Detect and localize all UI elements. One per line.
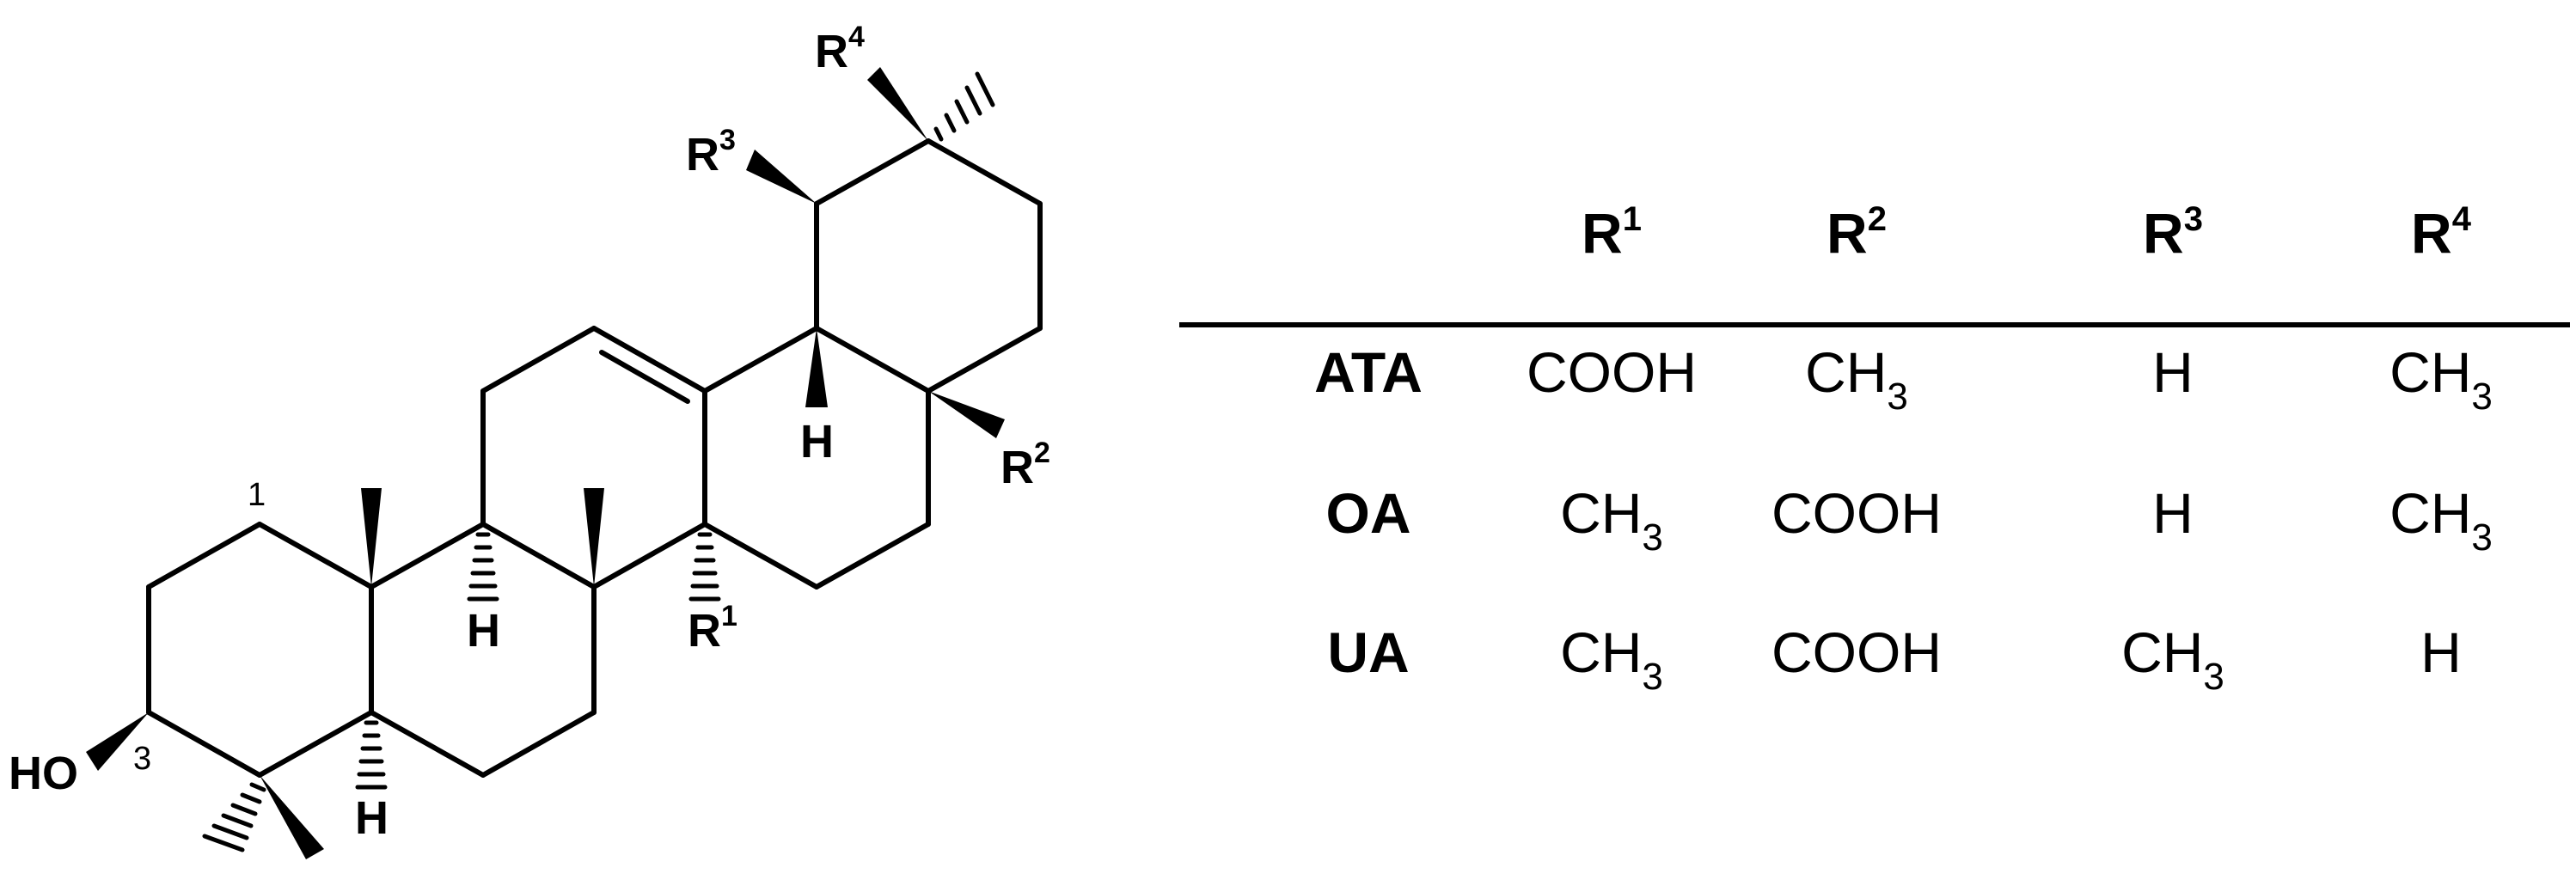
ring-e-bonds [814, 138, 1043, 394]
locant-3: 3 [133, 741, 151, 777]
solid-wedges [86, 67, 1005, 859]
table-cell: CH3 [1805, 340, 1908, 418]
table-cell: H [2420, 620, 2462, 684]
hydroxyl-label: HO [9, 748, 78, 799]
r1-label: R1 [688, 600, 737, 657]
h-label-ring-a: H [355, 792, 389, 844]
table-header-r2: R2 [1826, 200, 1887, 265]
table-cell: CH3 [1560, 620, 1663, 698]
table-cell: COOH [1771, 620, 1942, 684]
triterpenoid-skeleton [86, 67, 1043, 859]
h-label-ring-d: H [800, 416, 834, 467]
atom-labels: HO 3 1 H H H R1 R2 R3 R4 [9, 21, 1050, 844]
table-cell: CH3 [2389, 340, 2493, 418]
r4-label: R4 [815, 21, 865, 77]
r2-label: R2 [1000, 437, 1050, 493]
row-label: OA [1326, 481, 1411, 545]
table-cell: COOH [1771, 481, 1942, 545]
table-row: OA CH3 COOH H CH3 [1326, 481, 2493, 559]
ring-d-bonds [702, 326, 931, 590]
locant-1: 1 [248, 477, 266, 513]
table-cell: CH3 [1560, 481, 1663, 559]
table-header-r4: R4 [2411, 200, 2472, 265]
row-label: UA [1327, 620, 1409, 684]
ring-a-bonds [146, 522, 374, 778]
ring-b-bonds [369, 522, 597, 778]
double-bond-inner [599, 350, 690, 404]
row-label: ATA [1314, 340, 1423, 404]
table-row: ATA COOH CH3 H CH3 [1314, 340, 2493, 418]
table-cell: CH3 [2121, 620, 2224, 698]
table-cell: H [2152, 481, 2194, 545]
hashed-bonds [202, 71, 995, 852]
table-header-row: R1 R2 R3 R4 [1582, 200, 2472, 265]
table-cell: CH3 [2389, 481, 2493, 559]
ring-c-bonds [480, 326, 707, 590]
table-header-r1: R1 [1582, 200, 1642, 265]
table-header-r3: R3 [2143, 200, 2203, 265]
table-cell: H [2152, 340, 2194, 404]
table-cell: COOH [1527, 340, 1697, 404]
r3-label: R3 [686, 124, 736, 180]
h-label-ring-b: H [467, 605, 500, 657]
table-row: UA CH3 COOH CH3 H [1327, 620, 2462, 698]
